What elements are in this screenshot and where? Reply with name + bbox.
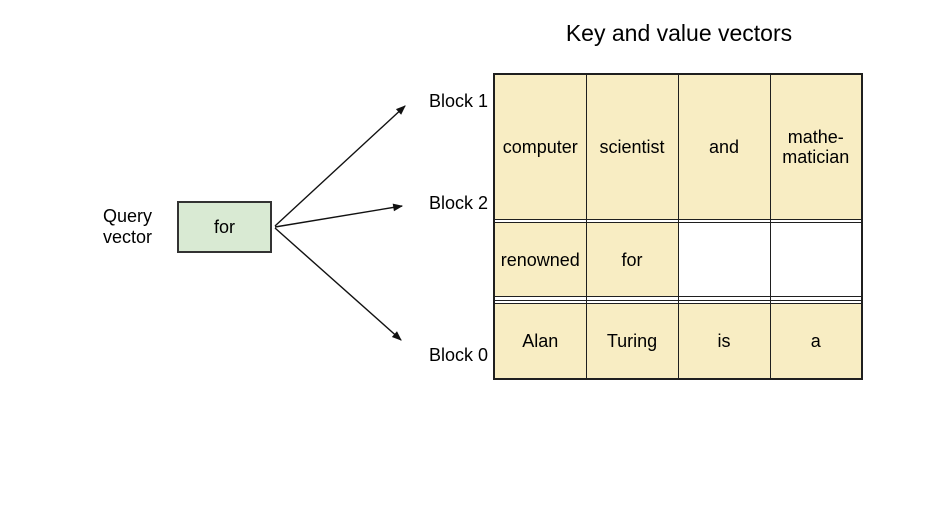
query-vector-box: for: [177, 201, 272, 253]
kv-cell: Turing: [585, 303, 679, 380]
kv-cell: [677, 222, 771, 298]
arrow-to-block-1: [274, 105, 406, 227]
table-row: computer scientist and mathe- matician: [493, 73, 863, 220]
kv-table: computer scientist and mathe- matician r…: [493, 73, 863, 380]
query-token: for: [213, 216, 235, 237]
kv-cell: mathe- matician: [769, 73, 863, 220]
kv-cell: scientist: [585, 73, 679, 220]
block-2-label: Block 2: [428, 193, 488, 213]
kv-cell: for: [585, 222, 679, 298]
kv-cell: a: [769, 303, 863, 380]
query-vector-label: Query vector: [103, 206, 153, 247]
arrow-to-block-0: [274, 227, 402, 341]
diagram-title: Key and value vectors: [565, 20, 793, 46]
table-row: renowned for: [493, 222, 863, 298]
kv-cell: renowned: [493, 222, 587, 298]
kv-cell: Alan: [493, 303, 587, 380]
kv-cell: [769, 222, 863, 298]
kv-cell: computer: [493, 73, 587, 220]
kv-cell: and: [677, 73, 771, 220]
kv-cell: is: [677, 303, 771, 380]
block-0-label: Block 0: [428, 345, 488, 365]
table-row: Alan Turing is a: [493, 303, 863, 380]
block-1-label: Block 1: [428, 91, 488, 111]
arrow-to-block-2: [274, 203, 404, 228]
